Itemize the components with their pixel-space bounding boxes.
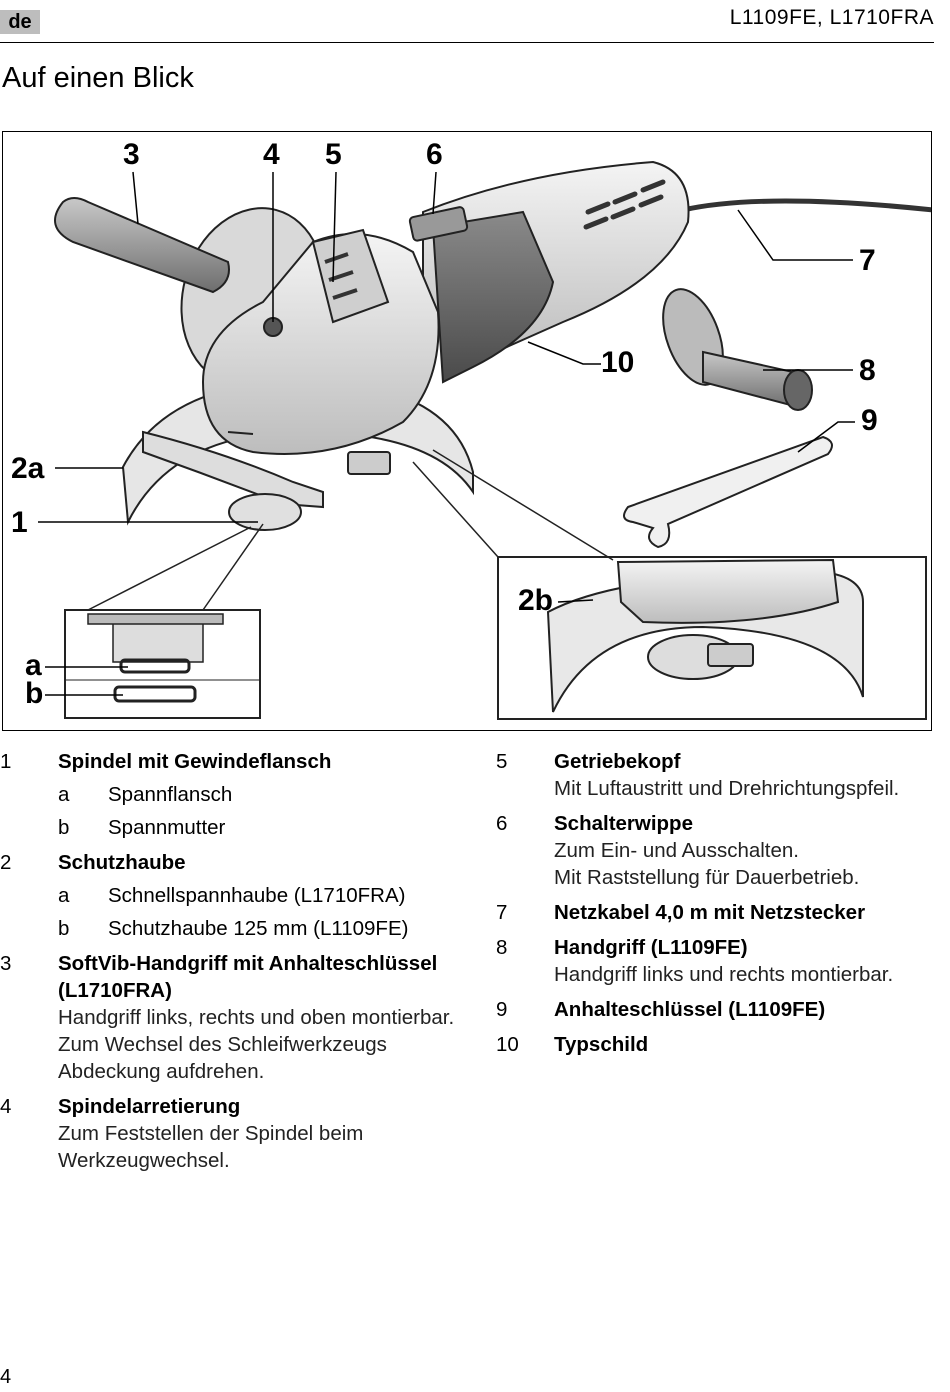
legend-item-number: 6 — [496, 812, 508, 835]
legend-item-number: 5 — [496, 750, 508, 773]
legend-subitem-text: Schutzhaube 125 mm (L1109FE) — [108, 917, 409, 940]
grinder-drawing — [38, 160, 931, 720]
legend-item-number: 7 — [496, 901, 508, 924]
callout-10: 10 — [601, 346, 635, 379]
legend-subitem-letter: a — [58, 783, 70, 806]
legend-subitem-text: Schnellspannhaube (L1710FRA) — [108, 884, 406, 907]
legend-item-number: 8 — [496, 936, 508, 959]
callout-3: 3 — [123, 138, 140, 171]
legend-item-heading: Spindelarretierung — [58, 1095, 241, 1118]
legend-item-number: 4 — [0, 1095, 12, 1118]
legend-item: 8 Handgriff (L1109FE) Handgriff links und … — [496, 934, 946, 988]
legend-item-heading: Handgriff (L1109FE) — [554, 936, 748, 959]
legend-item-heading: Getriebekopf — [554, 750, 681, 773]
model-numbers: L1109FE, L1710FRA — [729, 6, 934, 29]
legend-item: 2 Schutzhaube a Schnellspannhaube (L1710FRA… — [0, 849, 460, 942]
legend-subitem: a Spannflansch — [58, 781, 460, 808]
legend-item-number: 10 — [496, 1033, 519, 1056]
legend-item-description: Zum Feststellen der Spindel beim Werkzeu… — [58, 1122, 364, 1172]
legend-item-heading: Netzkabel 4,0 m mit Netzstecker — [554, 901, 866, 924]
legend-item-number: 9 — [496, 998, 508, 1021]
callout-b: b — [25, 677, 44, 710]
page-number: 4 — [0, 1366, 12, 1388]
callout-7: 7 — [859, 244, 876, 277]
legend-subitem: b Schutzhaube 125 mm (L1109FE) — [58, 915, 460, 942]
legend-subitem-letter: a — [58, 884, 70, 907]
legend-subitem: a Schnellspannhaube (L1710FRA) — [58, 882, 460, 909]
callout-5: 5 — [325, 138, 342, 171]
callout-4: 4 — [263, 138, 280, 171]
legend-item-description: Handgriff links, rechts und oben montier… — [58, 1006, 455, 1083]
page-title: Auf einen Blick — [2, 62, 194, 94]
legend-item-description: Zum Ein- und Ausschalten. Mit Raststellu… — [554, 839, 860, 889]
legend-item: 3 SoftVib-Handgriff mit Anhalteschlüssel … — [0, 950, 460, 1085]
legend-item-number: 3 — [0, 952, 12, 975]
legend-item: 1 Spindel mit Gewindeflansch a Spannflansch… — [0, 748, 460, 841]
legend-item-number: 1 — [0, 750, 12, 773]
callout-6: 6 — [426, 138, 443, 171]
legend-left-column: 1 Spindel mit Gewindeflansch a Spannflansch… — [0, 748, 460, 1182]
callout-2a: 2a — [11, 452, 45, 485]
legend-item-heading: Schutzhaube — [58, 851, 186, 874]
legend-item-description: Mit Luftaustritt und Drehrichtungspfeil. — [554, 777, 900, 800]
legend-subitem: b Spannmutter — [58, 814, 460, 841]
legend-subitem-letter: b — [58, 816, 70, 839]
legend-item-heading: Spindel mit Gewindeflansch — [58, 750, 332, 773]
legend-item: 10 Typschild — [496, 1031, 946, 1058]
callout-2b: 2b — [518, 584, 554, 617]
legend-item-description: Handgriff links und rechts montierbar. — [554, 963, 894, 986]
legend-item-heading: Schalterwippe — [554, 812, 693, 835]
callout-8: 8 — [859, 354, 876, 387]
legend-item-number: 2 — [0, 851, 12, 874]
legend-item: 9 Anhalteschlüssel (L1109FE) — [496, 996, 946, 1023]
legend-item-heading: Anhalteschlüssel (L1109FE) — [554, 998, 826, 1021]
legend-item-heading: SoftVib-Handgriff mit Anhalteschlüssel (… — [58, 952, 438, 1002]
legend-subitem-letter: b — [58, 917, 70, 940]
legend-subitem-text: Spannflansch — [108, 783, 233, 806]
legend-item: 7 Netzkabel 4,0 m mit Netzstecker — [496, 899, 946, 926]
header-divider — [0, 42, 934, 43]
callout-1: 1 — [11, 506, 28, 539]
legend-subitem-text: Spannmutter — [108, 816, 226, 839]
callout-a: a — [25, 649, 42, 682]
language-badge: de — [0, 10, 40, 34]
callout-9: 9 — [861, 404, 878, 437]
legend-item-heading: Typschild — [554, 1033, 649, 1056]
angle-grinder-illustration: 3 4 5 6 7 10 8 9 2a 1 2b a b — [2, 131, 932, 731]
